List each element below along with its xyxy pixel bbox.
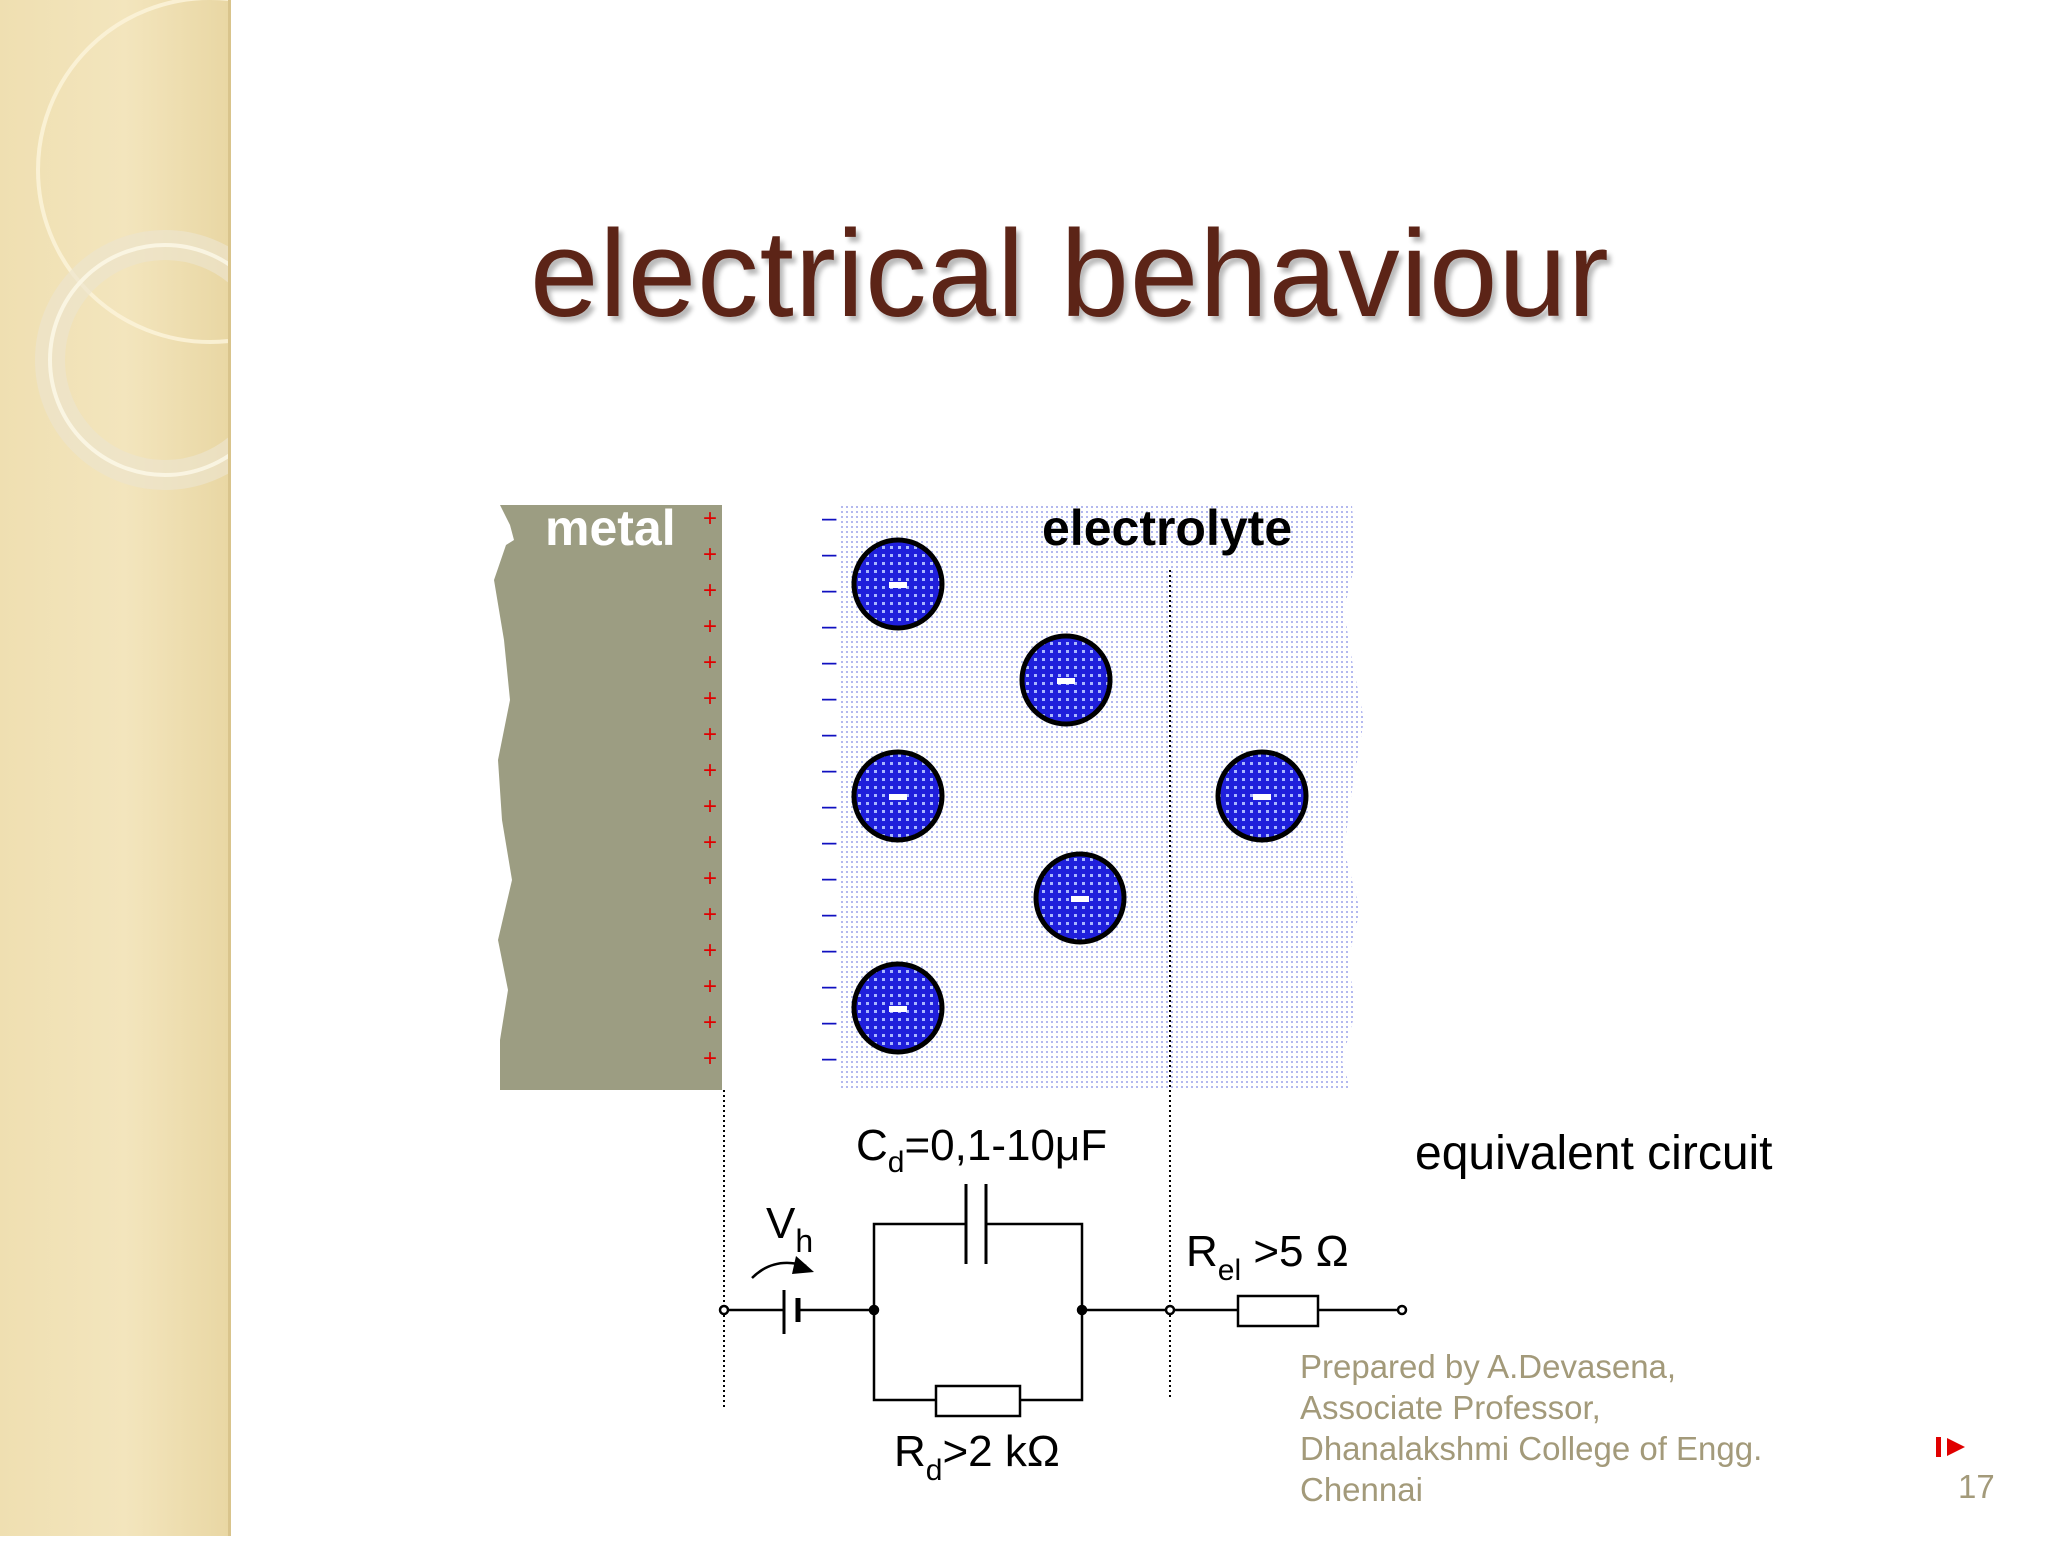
- minus-charge: –: [822, 1042, 837, 1072]
- page-number: 17: [1958, 1468, 1995, 1505]
- anion: [851, 749, 945, 843]
- minus-charge: –: [822, 538, 837, 568]
- metal-charges: + + + + + + + + + + + + + + + +: [703, 505, 717, 1072]
- plus-charge: +: [703, 649, 717, 676]
- double-layer-resistor-label: Rd>2 kΩ: [894, 1427, 1060, 1487]
- author-credits: Prepared by A.Devasena, Associate Profes…: [1300, 1346, 1762, 1510]
- credit-line: Chennai: [1300, 1471, 1423, 1508]
- voltage-label: Vh: [766, 1199, 813, 1259]
- minus-charge: –: [822, 826, 837, 856]
- credit-line: Associate Professor,: [1300, 1389, 1601, 1426]
- equivalent-circuit-label: equivalent circuit: [1415, 1127, 1773, 1180]
- slide-title: electrical behaviour: [530, 206, 1610, 343]
- electrolyte-charges: – – – – – – – – – – – – – – – –: [822, 502, 837, 1072]
- minus-charge: –: [822, 1006, 837, 1036]
- next-slide-button[interactable]: [1934, 1432, 1974, 1462]
- play-arrow-icon: [1936, 1437, 1965, 1457]
- credit-line: Prepared by A.Devasena,: [1300, 1348, 1677, 1385]
- minus-charge: –: [822, 718, 837, 748]
- minus-charge: –: [822, 682, 837, 712]
- minus-charge: –: [822, 754, 837, 784]
- anion: [1019, 633, 1113, 727]
- plus-charge: +: [703, 1045, 717, 1072]
- minus-charge: –: [822, 790, 837, 820]
- plus-charge: +: [703, 829, 717, 856]
- plus-charge: +: [703, 757, 717, 784]
- plus-charge: +: [703, 973, 717, 1000]
- plus-charge: +: [703, 613, 717, 640]
- plus-charge: +: [703, 793, 717, 820]
- anion: [851, 961, 945, 1055]
- minus-charge: –: [822, 610, 837, 640]
- minus-charge: –: [822, 862, 837, 892]
- plus-charge: +: [703, 865, 717, 892]
- minus-charge: –: [822, 934, 837, 964]
- electrolyte-resistor-label: Rel >5 Ω: [1186, 1227, 1349, 1287]
- electrolyte-label: electrolyte: [1042, 500, 1292, 556]
- minus-charge: –: [822, 898, 837, 928]
- anion: [851, 537, 945, 631]
- plus-charge: +: [703, 577, 717, 604]
- plus-charge: +: [703, 901, 717, 928]
- metal-region: [494, 505, 722, 1090]
- credit-line: Dhanalakshmi College of Engg.: [1300, 1430, 1763, 1467]
- side-decoration-band: [0, 0, 384, 1536]
- anion: [1215, 749, 1309, 843]
- plus-charge: +: [703, 721, 717, 748]
- capacitor-label: Cd=0,1-10μF: [856, 1121, 1107, 1179]
- electrolyte-region: [840, 505, 1364, 1088]
- anion: [1033, 851, 1127, 945]
- plus-charge: +: [703, 541, 717, 568]
- plus-charge: +: [703, 937, 717, 964]
- minus-charge: –: [822, 574, 837, 604]
- equivalent-circuit: [718, 1184, 1408, 1418]
- metal-label: metal: [545, 500, 676, 556]
- plus-charge: +: [703, 1009, 717, 1036]
- plus-charge: +: [703, 685, 717, 712]
- minus-charge: –: [822, 970, 837, 1000]
- plus-charge: +: [703, 505, 717, 532]
- minus-charge: –: [822, 646, 837, 676]
- minus-charge: –: [822, 502, 837, 532]
